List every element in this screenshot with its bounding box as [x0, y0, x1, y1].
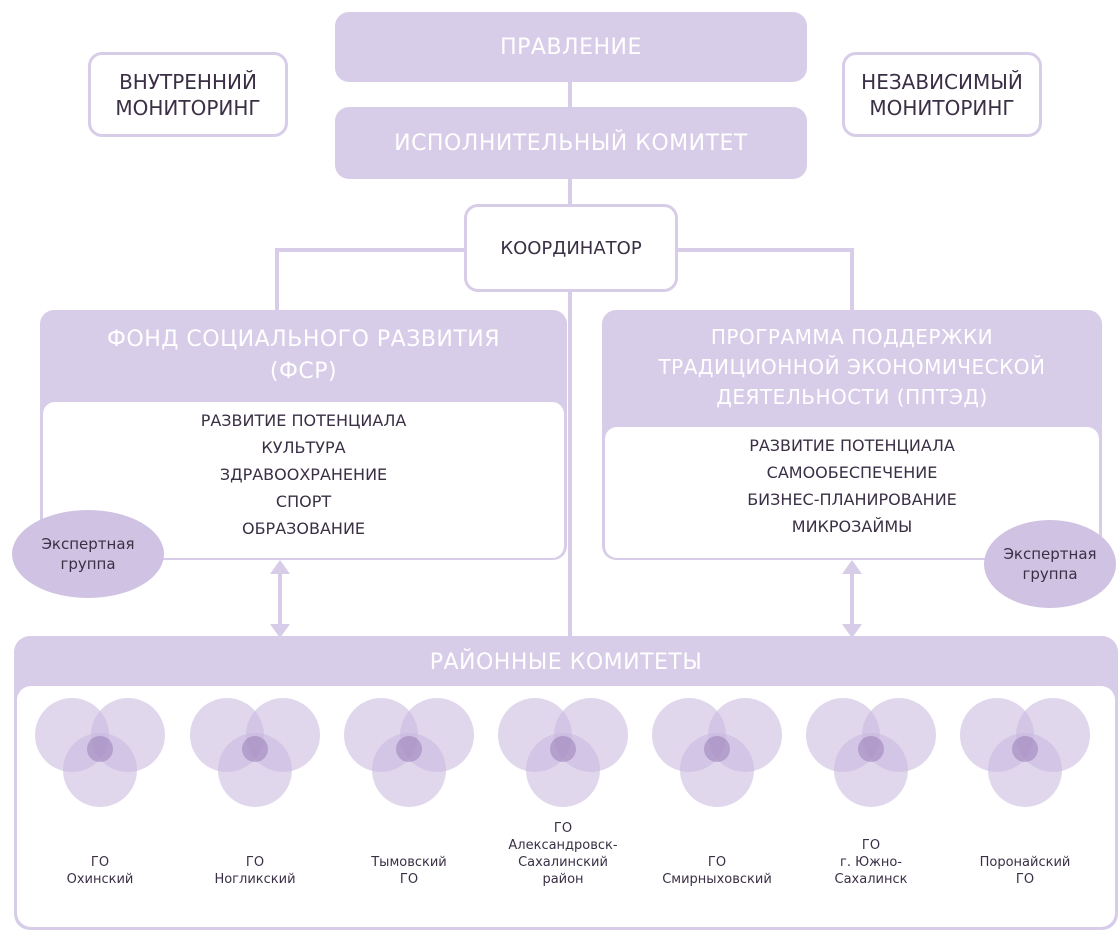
- connector-left-down: [275, 248, 279, 310]
- fsr-item: ОБРАЗОВАНИЕ: [241, 519, 366, 538]
- district-label: Поронайский ГО: [979, 855, 1071, 887]
- coordinator-box: КООРДИНАТОР: [464, 204, 678, 292]
- pptad-inner: РАЗВИТИЕ ПОТЕНЦИАЛА САМООБЕСПЕЧЕНИЕ БИЗН…: [605, 427, 1099, 558]
- independent-monitoring-box: НЕЗАВИСИМЫЙ МОНИТОРИНГ: [842, 52, 1042, 137]
- connector-coordinator-districts: [568, 290, 572, 638]
- fsr-item: ЗДРАВООХРАНЕНИЕ: [219, 465, 388, 484]
- district-venn-icon: [960, 698, 1090, 807]
- district-venn-icon: [652, 698, 782, 807]
- fsr-inner: РАЗВИТИЕ ПОТЕНЦИАЛА КУЛЬТУРА ЗДРАВООХРАН…: [43, 402, 564, 558]
- connector-coordinator-right: [676, 248, 854, 252]
- board-box: ПРАВЛЕНИЕ: [335, 12, 807, 82]
- pptad-expert-group: Экспертная группа: [984, 520, 1116, 608]
- pptad-item: РАЗВИТИЕ ПОТЕНЦИАЛА: [749, 436, 955, 455]
- district-label: ГО Ногликский: [214, 855, 296, 887]
- pptad-title: ПРОГРАММА ПОДДЕРЖКИ ТРАДИЦИОННОЙ ЭКОНОМИ…: [658, 325, 1046, 409]
- district-label: ГО Смирныховский: [662, 855, 772, 887]
- pptad-double-arrow-icon: [842, 560, 862, 638]
- pptad-item: БИЗНЕС-ПЛАНИРОВАНИЕ: [747, 490, 957, 509]
- internal-monitoring-box: ВНУТРЕННИЙ МОНИТОРИНГ: [88, 52, 288, 137]
- fsr-double-arrow-icon: [270, 560, 290, 638]
- district-committees-title: РАЙОННЫЕ КОМИТЕТЫ: [429, 650, 703, 675]
- exec-committee-box: ИСПОЛНИТЕЛЬНЫЙ КОМИТЕТ: [335, 107, 807, 179]
- district-venn-icon: [35, 698, 165, 807]
- fsr-item: СПОРТ: [275, 492, 332, 511]
- connector-coordinator-left: [275, 248, 465, 252]
- pptad-item: САМООБЕСПЕЧЕНИЕ: [766, 463, 938, 482]
- district-label: Тымовский ГО: [371, 855, 447, 887]
- connector-board-exec: [568, 80, 572, 110]
- district-venn-icon: [190, 698, 320, 807]
- district-venn-icon: [344, 698, 474, 807]
- fsr-items: РАЗВИТИЕ ПОТЕНЦИАЛА КУЛЬТУРА ЗДРАВООХРАН…: [43, 402, 564, 542]
- pptad-item: МИКРОЗАЙМЫ: [791, 517, 913, 536]
- district-label: ГО г. Южно- Сахалинск: [834, 838, 908, 887]
- fsr-expert-group: Экспертная группа: [12, 510, 164, 598]
- fsr-item: РАЗВИТИЕ ПОТЕНЦИАЛА: [200, 411, 407, 430]
- district-label: ГО Охинский: [66, 855, 134, 887]
- district-venn-icon: [498, 698, 628, 807]
- connector-right-down: [850, 248, 854, 310]
- connector-exec-coordinator: [568, 176, 572, 204]
- fsr-item: КУЛЬТУРА: [261, 438, 346, 457]
- district-venn-icon: [806, 698, 936, 807]
- pptad-items: РАЗВИТИЕ ПОТЕНЦИАЛА САМООБЕСПЕЧЕНИЕ БИЗН…: [605, 427, 1099, 540]
- district-label: ГО Александровск- Сахалинский район: [508, 821, 618, 887]
- fsr-title: ФОНД СОЦИАЛЬНОГО РАЗВИТИЯ (ФСР): [106, 327, 501, 384]
- pptad-panel: ПРОГРАММА ПОДДЕРЖКИ ТРАДИЦИОННОЙ ЭКОНОМИ…: [602, 310, 1102, 560]
